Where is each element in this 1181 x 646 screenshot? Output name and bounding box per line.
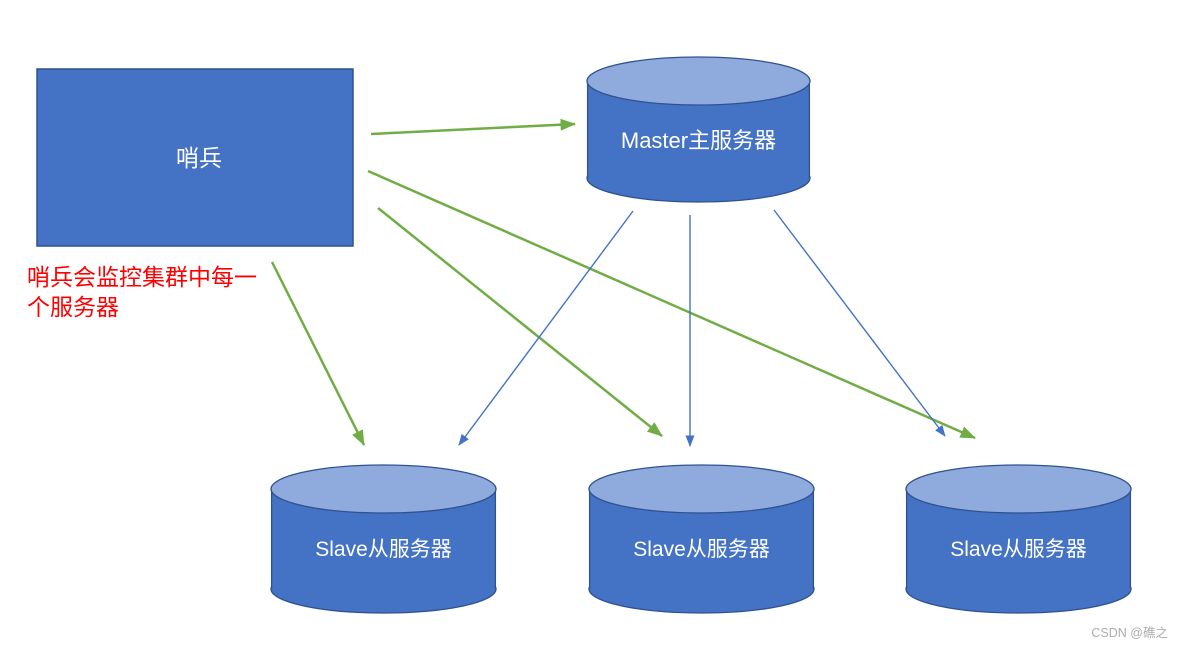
edge-sentinel-to-slave-3 [367, 169, 976, 440]
node-slave-3: Slave从服务器 [905, 464, 1132, 614]
master-label: Master主服务器 [621, 128, 776, 153]
edge-master-to-slave-1 [458, 210, 634, 446]
sentinel-box [36, 68, 354, 247]
master-replication-edges [458, 209, 946, 447]
slave2-cylinder-top [588, 464, 815, 514]
slave2-label: Slave从服务器 [633, 538, 770, 561]
node-sentinel: 哨兵 [36, 68, 354, 247]
sentinel-label: 哨兵 [176, 145, 222, 171]
slave3-cylinder-top [905, 464, 1132, 514]
csdn-watermark: CSDN @礁之 [1091, 625, 1168, 640]
node-slave-2: Slave从服务器 [588, 464, 815, 614]
edge-master-to-slave-3 [773, 209, 946, 437]
slave1-label: Slave从服务器 [315, 538, 452, 561]
sentinel-monitor-edges [270, 118, 976, 446]
edge-sentinel-to-master [370, 118, 576, 136]
annotation-line2: 个服务器 [27, 294, 119, 320]
slave3-label: Slave从服务器 [950, 538, 1087, 561]
edge-sentinel-to-slave-1 [270, 261, 366, 446]
node-master: Master主服务器 [586, 56, 811, 203]
node-slave-1: Slave从服务器 [270, 464, 497, 614]
edge-sentinel-to-slave-2 [377, 207, 663, 437]
annotation: 哨兵会监控集群中每一 个服务器 [27, 264, 257, 320]
slave1-cylinder-top [270, 464, 497, 514]
annotation-line1: 哨兵会监控集群中每一 [27, 264, 257, 290]
master-cylinder-top [586, 56, 811, 106]
